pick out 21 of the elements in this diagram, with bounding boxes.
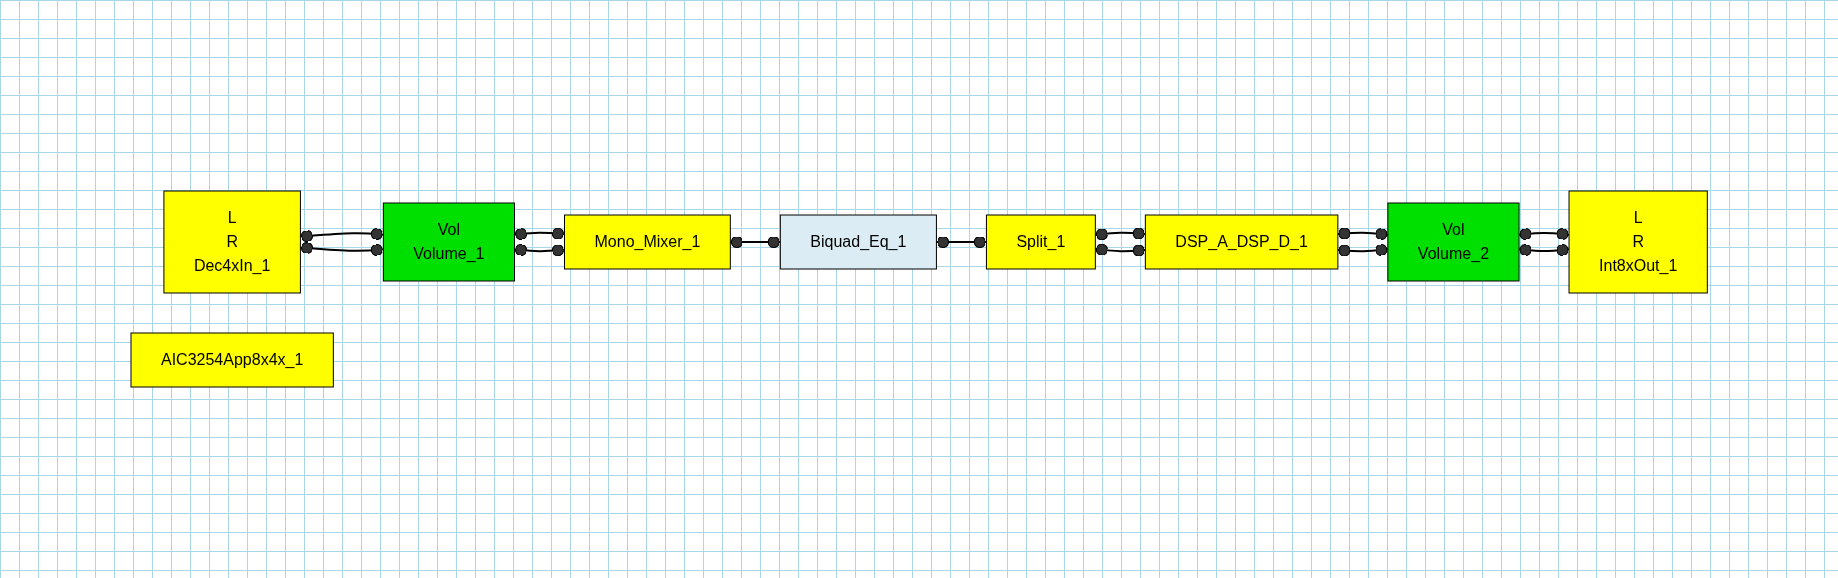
node-box: Biquad_Eq_1 xyxy=(779,214,937,270)
connector xyxy=(1336,243,1389,257)
node-box: Vol Volume_1 xyxy=(382,202,515,282)
connector xyxy=(1336,227,1389,241)
connector xyxy=(1094,243,1147,257)
node-box: Split_1 xyxy=(985,214,1096,270)
connector xyxy=(513,243,566,257)
node-box: DSP_A_DSP_D_1 xyxy=(1144,214,1339,270)
connector xyxy=(935,235,988,249)
node-box: AIC3254App8x4x_1 xyxy=(130,332,334,388)
connector xyxy=(299,228,385,243)
node-box: L R Dec4xIn_1 xyxy=(163,190,301,294)
connector xyxy=(1517,227,1570,241)
node-box: Vol Volume_2 xyxy=(1387,202,1520,282)
connector xyxy=(1517,243,1570,257)
node-box: L R Int8xOut_1 xyxy=(1568,190,1708,294)
connector xyxy=(513,227,566,241)
connector xyxy=(299,241,385,256)
connector xyxy=(729,235,782,249)
connector xyxy=(1094,227,1147,241)
node-box: Mono_Mixer_1 xyxy=(563,214,731,270)
